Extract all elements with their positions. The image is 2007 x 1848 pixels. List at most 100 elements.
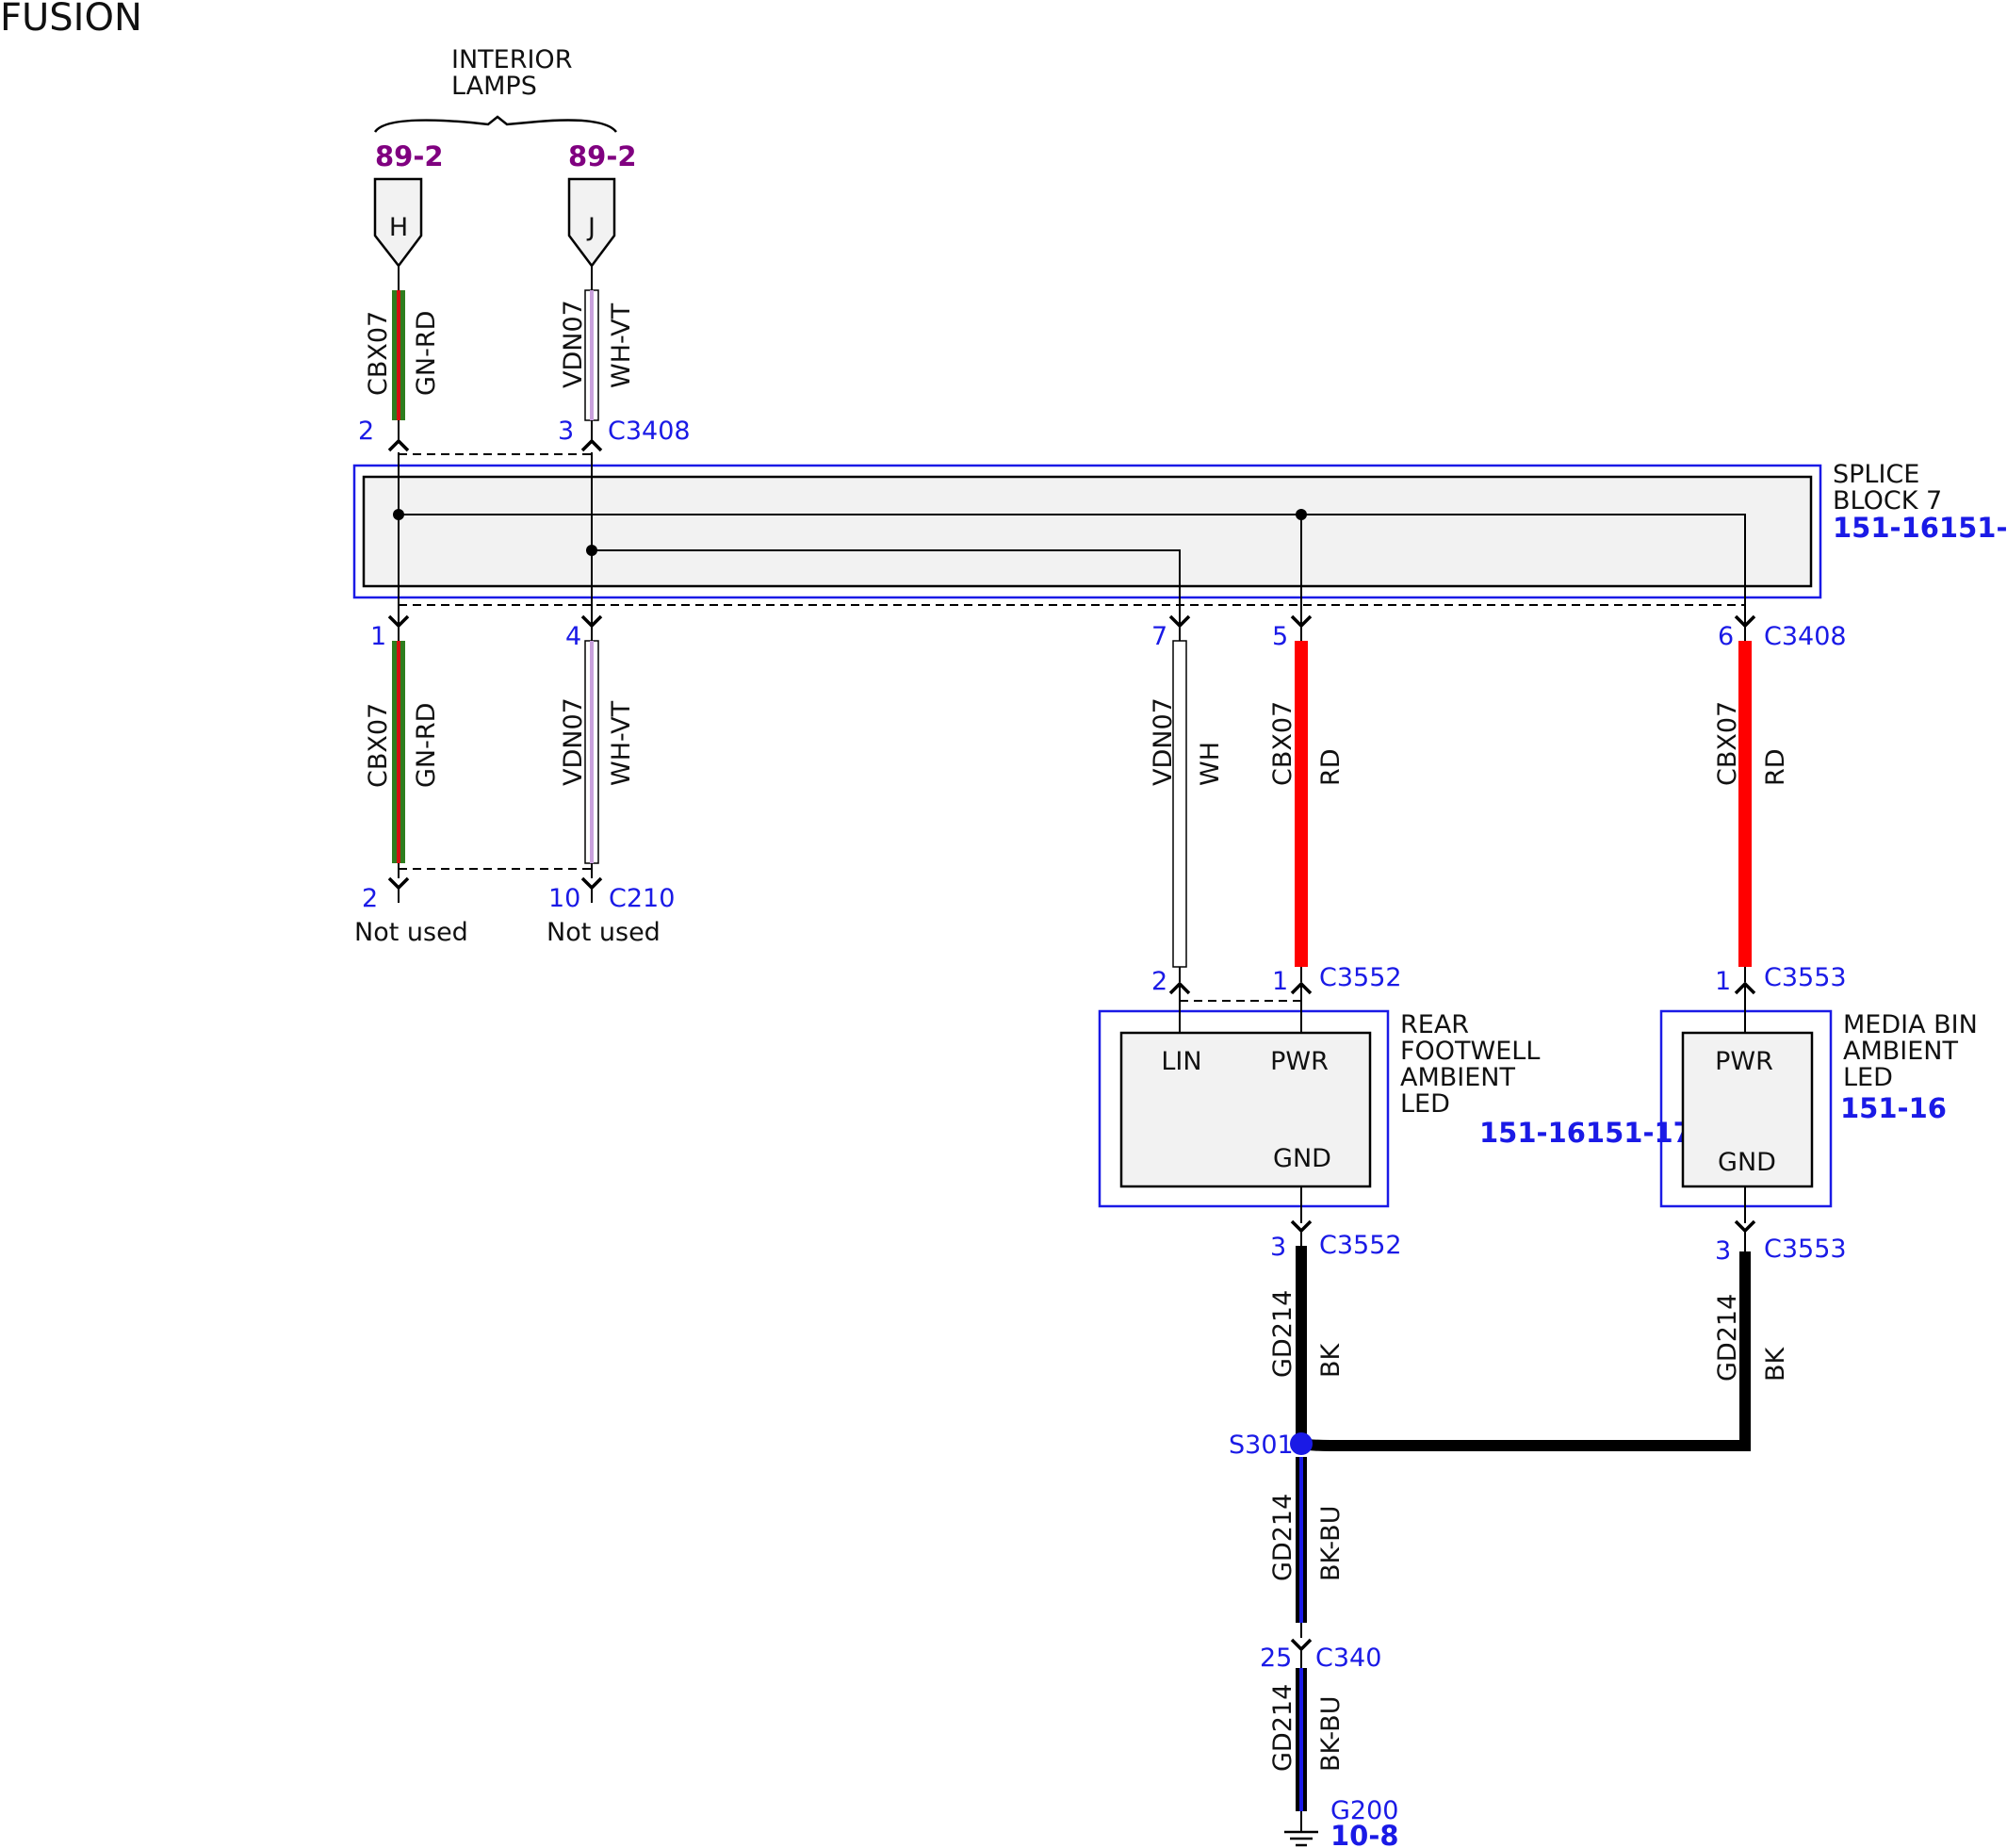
ground-symbol-icon xyxy=(1284,1830,1318,1847)
wire-label-bkbu-lower: BK-BU xyxy=(1316,1696,1346,1772)
c3408-pin-1: 1 xyxy=(370,622,386,651)
footwell-label-2: FOOTWELL xyxy=(1400,1037,1540,1066)
mediabin-label-3: LED xyxy=(1843,1063,1893,1092)
wire-cbx07-gnrd-bottom[interactable] xyxy=(392,626,405,878)
wire-vdn07-wh[interactable] xyxy=(1172,626,1187,982)
c210-label: C210 xyxy=(609,884,675,913)
footwell-label-1: REAR xyxy=(1400,1010,1469,1039)
splice-block-7[interactable] xyxy=(352,452,1822,624)
c3408-label-top: C3408 xyxy=(608,417,691,446)
connector-c3408-bottom[interactable] xyxy=(387,604,1756,628)
c3553-label-top: C3553 xyxy=(1764,963,1847,992)
c3408-pin-4: 4 xyxy=(565,622,581,651)
splice-block-label-1: SPLICE xyxy=(1833,460,1919,489)
wire-label-cbx07-footwell: CBX07 xyxy=(1268,701,1297,786)
page-ref-j[interactable]: 89-2 xyxy=(568,140,637,172)
c3552-pin-1: 1 xyxy=(1272,967,1288,996)
c3552-label-bottom: C3552 xyxy=(1319,1231,1402,1260)
wire-gd214-bk-footwell[interactable] xyxy=(1296,1231,1307,1446)
connector-c340[interactable] xyxy=(1290,1638,1313,1668)
c3552-pin-3: 3 xyxy=(1270,1233,1286,1262)
page-ref-h[interactable]: 89-2 xyxy=(375,140,444,172)
wire-gd214-bk-mediabin[interactable] xyxy=(1329,1231,1751,1451)
c210-pin-2: 2 xyxy=(362,884,378,913)
c3553-label-bottom: C3553 xyxy=(1764,1235,1847,1264)
c340-label: C340 xyxy=(1315,1644,1381,1673)
wire-label-gd214-mediabin: GD214 xyxy=(1713,1294,1742,1382)
wire-label-bk-mediabin: BK xyxy=(1761,1346,1790,1382)
c3552-label-top: C3552 xyxy=(1319,963,1402,992)
connector-h-flag xyxy=(373,177,423,269)
footwell-pin-gnd: GND xyxy=(1273,1144,1331,1173)
rear-footwell-ambient-led[interactable] xyxy=(1098,986,1390,1223)
wire-cbx07-rd-mediabin[interactable] xyxy=(1738,626,1752,982)
wire-label-gnrd-top: GN-RD xyxy=(412,311,441,396)
connector-c3552-top[interactable] xyxy=(1168,982,1313,1002)
wire-label-whvt-bottom: WH-VT xyxy=(607,700,636,786)
mediabin-label-1: MEDIA BIN xyxy=(1843,1010,1978,1039)
wire-label-cbx07-bottom: CBX07 xyxy=(364,703,393,788)
c3408-pin-7: 7 xyxy=(1151,622,1167,651)
wire-vdn07-whvt-top[interactable] xyxy=(584,266,599,443)
c3408-pin-5: 5 xyxy=(1272,622,1288,651)
wire-label-gnrd-bottom: GN-RD xyxy=(412,703,441,788)
mediabin-label-2: AMBIENT xyxy=(1843,1037,1959,1066)
media-bin-ambient-led[interactable] xyxy=(1659,986,1833,1223)
c3408-pin-3: 3 xyxy=(558,417,574,446)
wire-label-gd214-lower: GD214 xyxy=(1268,1684,1297,1772)
c3553-pin-1: 1 xyxy=(1715,967,1731,996)
connector-c210[interactable] xyxy=(387,868,603,903)
footwell-ref[interactable]: 151-16151-17 xyxy=(1479,1117,1692,1149)
wire-label-cbx07-top: CBX07 xyxy=(364,311,393,396)
not-used-label-2: Not used xyxy=(547,918,661,947)
connector-c3408-top[interactable] xyxy=(387,439,603,455)
splice-block-ref[interactable]: 151-16151-17 xyxy=(1833,512,2007,544)
footwell-label-4: LED xyxy=(1400,1089,1450,1119)
wire-gd214-bkbu-upper[interactable] xyxy=(1296,1457,1307,1638)
c210-pin-10: 10 xyxy=(548,884,580,913)
c3408-pin-2: 2 xyxy=(358,417,374,446)
wire-label-vdn07-bottom: VDN07 xyxy=(559,697,588,786)
c340-pin-25: 25 xyxy=(1260,1644,1292,1673)
footwell-pin-pwr: PWR xyxy=(1270,1047,1329,1076)
footwell-pin-lin: LIN xyxy=(1161,1047,1201,1076)
c3553-pin-3: 3 xyxy=(1715,1236,1731,1266)
splice-block-label-2: BLOCK 7 xyxy=(1833,486,1942,515)
s301-label: S301 xyxy=(1229,1431,1294,1460)
interior-lamps: INTERIOR LAMPS 89-2 89-2 H J xyxy=(373,45,637,269)
footwell-label-3: AMBIENT xyxy=(1400,1063,1516,1092)
splice-s301[interactable] xyxy=(1290,1432,1331,1455)
interior-lamps-brace xyxy=(373,115,617,133)
mediabin-pin-gnd: GND xyxy=(1718,1148,1776,1177)
wire-label-wh: WH xyxy=(1196,742,1225,786)
interior-lamps-label-1: INTERIOR xyxy=(451,45,572,74)
c3408-pin-6: 6 xyxy=(1718,622,1734,651)
wire-label-gd214-upper: GD214 xyxy=(1268,1494,1297,1581)
wire-label-vdn07-top: VDN07 xyxy=(559,300,588,388)
connector-j-pin: J xyxy=(586,213,596,242)
mediabin-pin-pwr: PWR xyxy=(1715,1047,1773,1076)
wire-cbx07-gnrd-top[interactable] xyxy=(392,266,405,443)
c3408-label-bottom: C3408 xyxy=(1764,622,1847,651)
c3552-pin-2: 2 xyxy=(1151,967,1167,996)
wire-vdn07-whvt-bottom[interactable] xyxy=(584,626,599,878)
connector-h-pin: H xyxy=(389,213,408,242)
wire-gd214-bkbu-lower[interactable] xyxy=(1296,1668,1307,1832)
g200-label: G200 xyxy=(1330,1796,1398,1825)
connector-j-flag xyxy=(567,177,616,269)
mediabin-ref[interactable]: 151-16 xyxy=(1840,1092,1947,1124)
wire-label-rd-mediabin: RD xyxy=(1761,748,1790,786)
page-title: FUSION xyxy=(0,0,142,40)
wire-label-vdn07-wh: VDN07 xyxy=(1149,697,1178,786)
wire-label-bk-footwell: BK xyxy=(1316,1342,1346,1378)
wire-label-whvt-top: WH-VT xyxy=(607,303,636,388)
wire-cbx07-rd-footwell[interactable] xyxy=(1295,626,1308,982)
wire-label-rd-footwell: RD xyxy=(1316,748,1346,786)
interior-lamps-label-2: LAMPS xyxy=(451,72,537,101)
wire-label-gd214-footwell: GD214 xyxy=(1268,1290,1297,1378)
wire-label-bkbu-upper: BK-BU xyxy=(1316,1506,1346,1581)
wire-label-cbx07-mediabin: CBX07 xyxy=(1713,701,1742,786)
g200-ref[interactable]: 10-8 xyxy=(1330,1820,1399,1848)
not-used-label-1: Not used xyxy=(354,918,468,947)
